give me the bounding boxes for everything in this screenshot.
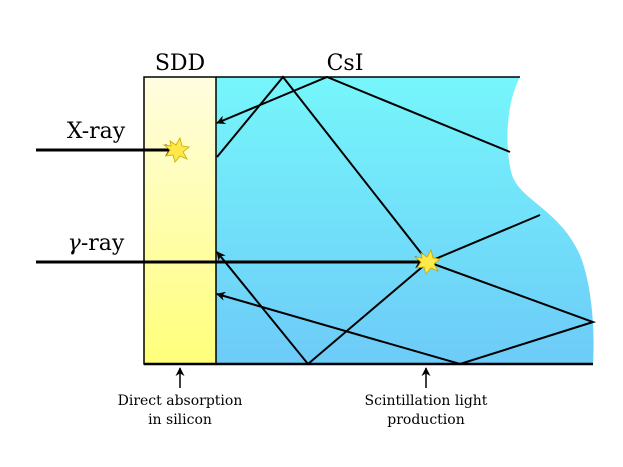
csi-crystal: [216, 77, 594, 364]
csi-label: CsI: [327, 51, 364, 76]
gamma-suffix: -ray: [81, 231, 125, 256]
light-paths: [216, 75, 597, 366]
light-path-main: [216, 75, 429, 263]
xray-label: X-ray: [67, 119, 126, 144]
light-path-upper: [216, 75, 511, 153]
scintillation-caption-line2: production: [387, 412, 464, 428]
xray-interaction-flash: [162, 136, 190, 163]
sdd-label: SDD: [155, 51, 205, 76]
gamma-ray-label: γ-ray: [68, 231, 125, 256]
direct-absorption-caption-line1: Direct absorption: [118, 393, 243, 409]
gamma-symbol: γ: [68, 231, 82, 256]
sdd-detector: [143, 76, 217, 365]
direct-absorption-caption-line2: in silicon: [148, 412, 212, 428]
light-path-bounce: [216, 251, 429, 366]
scintillation-caption-line1: Scintillation light: [365, 393, 488, 409]
light-path-right-low: [216, 261, 597, 366]
light-path-to-right: [427, 214, 541, 263]
gamma-interaction-flash: [413, 248, 441, 275]
